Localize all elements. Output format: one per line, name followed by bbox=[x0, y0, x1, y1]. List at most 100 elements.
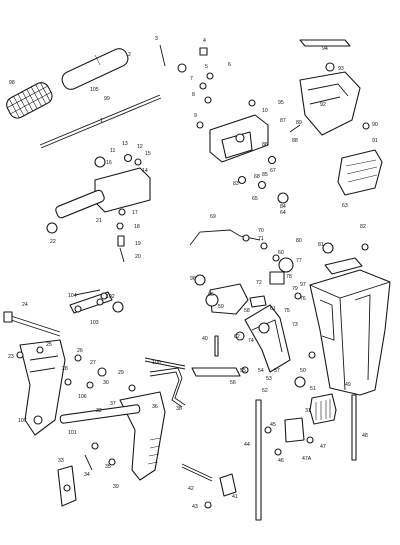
callout-34: 34 bbox=[84, 472, 90, 478]
callout-57: 57 bbox=[274, 368, 280, 374]
callout-2: 2 bbox=[128, 52, 131, 58]
throttle-linkage bbox=[189, 229, 302, 315]
tilt-handle bbox=[144, 357, 186, 408]
callout-44: 44 bbox=[244, 442, 250, 448]
callout-86: 86 bbox=[262, 142, 268, 148]
callout-58: 58 bbox=[244, 308, 250, 314]
callout-labels: 1 2 3 4 5 6 7 8 9 10 11 12 13 14 15 16 1… bbox=[8, 36, 378, 510]
callout-88: 88 bbox=[292, 138, 298, 144]
tilt-tube bbox=[59, 404, 141, 424]
callout-50: 50 bbox=[300, 368, 306, 374]
callout-105: 105 bbox=[90, 87, 99, 93]
callout-22: 22 bbox=[50, 239, 56, 245]
callout-26: 26 bbox=[77, 348, 83, 354]
callout-13: 13 bbox=[122, 141, 128, 147]
callout-24: 24 bbox=[22, 302, 28, 308]
bottom-parts bbox=[57, 376, 357, 521]
callout-74: 74 bbox=[248, 338, 254, 344]
callout-103: 103 bbox=[90, 320, 99, 326]
tiller-grip-tube bbox=[61, 48, 129, 90]
callout-55: 55 bbox=[240, 368, 246, 374]
callout-11: 11 bbox=[110, 148, 115, 154]
callout-1: 1 bbox=[100, 118, 103, 124]
callout-76: 76 bbox=[300, 296, 306, 302]
callout-10: 10 bbox=[262, 108, 268, 114]
callout-9: 9 bbox=[194, 113, 197, 119]
callout-17: 17 bbox=[132, 210, 138, 216]
callout-100: 100 bbox=[152, 360, 161, 366]
callout-101: 101 bbox=[68, 430, 77, 436]
callout-27: 27 bbox=[90, 360, 96, 366]
callout-43: 43 bbox=[192, 504, 198, 510]
callout-32: 32 bbox=[96, 408, 102, 414]
callout-45: 45 bbox=[270, 422, 276, 428]
tiller-handle-assembly bbox=[6, 48, 162, 149]
callout-69: 69 bbox=[210, 214, 216, 220]
callout-15: 15 bbox=[145, 151, 151, 157]
callout-46: 46 bbox=[278, 458, 284, 464]
water-tube bbox=[351, 394, 357, 461]
cam-plate bbox=[209, 283, 249, 315]
callout-79: 79 bbox=[292, 286, 298, 292]
callout-8: 8 bbox=[192, 92, 195, 98]
link-plates bbox=[16, 289, 124, 359]
pivot-shaft bbox=[55, 189, 105, 219]
callout-78: 78 bbox=[286, 274, 292, 280]
transom-clamp-assembly bbox=[3, 311, 166, 481]
o-ring bbox=[46, 222, 58, 234]
callout-94: 94 bbox=[322, 46, 328, 52]
callout-96: 96 bbox=[190, 276, 196, 282]
callout-89: 89 bbox=[296, 120, 302, 126]
callout-3: 3 bbox=[155, 36, 158, 42]
callout-49: 49 bbox=[345, 382, 351, 388]
callout-82: 82 bbox=[360, 224, 366, 230]
washer bbox=[94, 156, 106, 168]
callout-107: 107 bbox=[18, 418, 27, 424]
callout-63: 63 bbox=[342, 203, 348, 209]
callout-33: 33 bbox=[58, 458, 64, 464]
callout-102: 102 bbox=[106, 294, 115, 300]
callout-21: 21 bbox=[96, 218, 102, 224]
drive-shaft-housing bbox=[309, 269, 391, 396]
callout-62: 62 bbox=[234, 334, 240, 340]
callout-18: 18 bbox=[134, 224, 140, 230]
callout-87: 87 bbox=[280, 118, 286, 124]
callout-5: 5 bbox=[205, 64, 208, 70]
callout-67: 67 bbox=[270, 168, 276, 174]
callout-37: 37 bbox=[110, 401, 116, 407]
callout-31: 31 bbox=[305, 408, 311, 414]
callout-65: 65 bbox=[252, 196, 258, 202]
callout-68: 68 bbox=[254, 174, 260, 180]
callout-53: 53 bbox=[266, 376, 272, 382]
callout-29: 29 bbox=[118, 370, 124, 376]
callout-64: 64 bbox=[280, 210, 286, 216]
callout-30: 30 bbox=[103, 380, 109, 386]
callout-47: 47 bbox=[320, 444, 326, 450]
mount-housing bbox=[299, 71, 361, 136]
clamp-bolt bbox=[7, 314, 61, 333]
callout-73: 73 bbox=[292, 322, 298, 328]
callout-75: 75 bbox=[284, 308, 290, 314]
shift-block bbox=[309, 393, 337, 425]
callout-93: 93 bbox=[338, 66, 344, 72]
callout-35: 35 bbox=[105, 464, 111, 470]
callout-39: 39 bbox=[113, 484, 119, 490]
callout-61: 61 bbox=[270, 306, 276, 312]
callout-20: 20 bbox=[135, 254, 141, 260]
callout-97: 97 bbox=[300, 282, 306, 288]
callout-81: 81 bbox=[318, 242, 324, 248]
grommet-block bbox=[337, 149, 383, 196]
callout-90: 90 bbox=[372, 122, 378, 128]
callout-42: 42 bbox=[188, 486, 194, 492]
callout-7: 7 bbox=[190, 76, 193, 82]
callout-38: 38 bbox=[176, 406, 182, 412]
callout-80: 80 bbox=[296, 238, 302, 244]
callout-83: 83 bbox=[233, 181, 239, 187]
pivot-housing bbox=[94, 167, 151, 213]
callout-59: 59 bbox=[218, 304, 224, 310]
callout-84: 84 bbox=[280, 204, 286, 210]
callout-54: 54 bbox=[258, 368, 264, 374]
callout-95: 95 bbox=[278, 100, 284, 106]
callout-106: 106 bbox=[78, 394, 87, 400]
